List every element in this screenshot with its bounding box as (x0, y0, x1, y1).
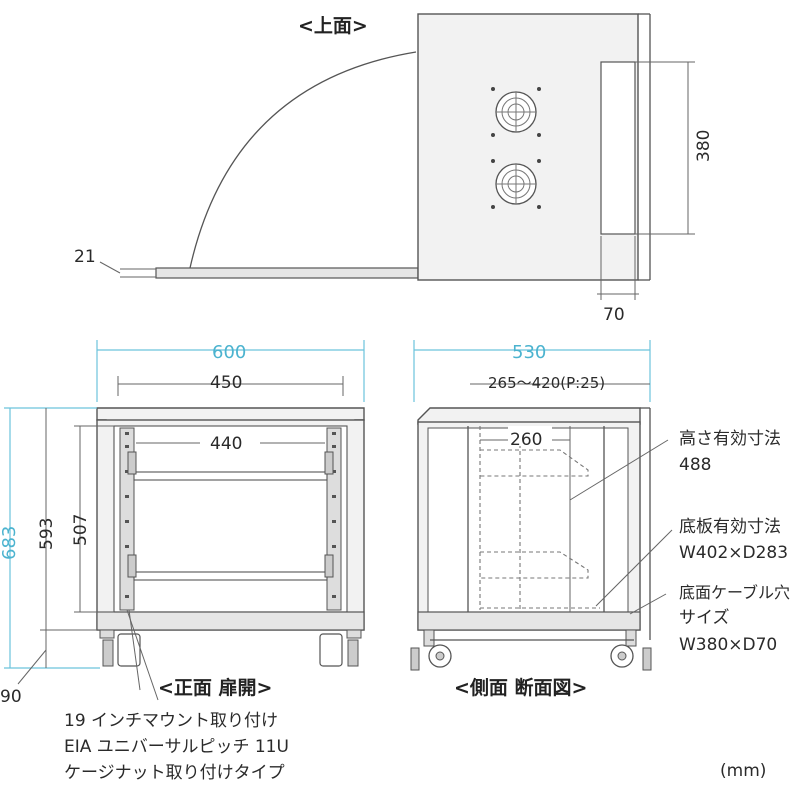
front-view: 600 450 440 (0, 340, 365, 783)
side-depth-outer-dim: 530 (512, 342, 546, 363)
right-annotations: 高さ有効寸法 488 底板有効寸法 W402×D283 底面ケーブル穴 サイズ … (679, 429, 790, 781)
cable-hole-value: W380×D70 (679, 635, 777, 655)
caster-icon (610, 629, 652, 671)
side-rail-range-dim: 265～420(P:25) (488, 374, 605, 392)
front-view-title: <正面 扉開> (158, 676, 272, 699)
caster-icon (319, 629, 362, 667)
side-view-title: <側面 断面図> (454, 676, 587, 699)
cable-hole-label-1: 底面ケーブル穴 (679, 583, 790, 602)
side-shelf-lower (480, 551, 589, 579)
door-swing-arc (189, 51, 417, 269)
front-shelf-lower (133, 571, 328, 581)
caster-icon (410, 629, 452, 671)
front-caster-dim: 90 (0, 687, 22, 707)
floor-effective-label: 底板有効寸法 (679, 517, 781, 537)
side-shelf-upper (480, 449, 589, 477)
rack-note-line-1: 19 インチマウント取り付け (64, 711, 278, 731)
fan-icon (491, 87, 541, 137)
front-cabinet-opening (113, 425, 348, 613)
front-width-inner-dim: 440 (210, 434, 242, 454)
front-width-outer-dim: 600 (212, 342, 246, 363)
cable-hole-label-2: サイズ (679, 608, 730, 628)
effective-height-leader (569, 439, 669, 501)
floor-effective-leader (595, 529, 673, 607)
caster-icon (99, 629, 141, 667)
side-cabinet-opening (427, 427, 629, 613)
cable-hole-leader (629, 593, 667, 615)
top-depth-dim: 380 (694, 130, 714, 162)
fan-icon (491, 159, 541, 209)
side-shelf-depth-dim: 260 (510, 430, 542, 450)
top-door-thickness-dim: 21 (74, 247, 96, 267)
effective-height-label: 高さ有効寸法 (679, 429, 781, 449)
top-view-title: <上面> (298, 15, 368, 37)
rack-note-line-2: EIA ユニバーサルピッチ 11U (64, 737, 289, 757)
rack-note-leader (126, 609, 159, 701)
open-door-slab (155, 267, 419, 279)
front-shelf-upper (133, 471, 328, 481)
top-cable-hole (600, 61, 636, 235)
front-base (96, 611, 365, 631)
side-view: 530 265～420(P:25) 260 (410, 340, 673, 699)
front-height-total-dim: 683 (0, 526, 20, 560)
unit-label: (mm) (720, 761, 766, 781)
rail-holes (125, 432, 336, 598)
rack-note-line-3: ケージナット取り付けタイプ (64, 763, 285, 783)
door-thickness-leader (99, 261, 121, 274)
front-height-rack-dim: 507 (71, 514, 91, 546)
side-base (417, 611, 641, 631)
floor-effective-value: W402×D283 (679, 543, 788, 563)
top-hole-width-dim: 70 (603, 305, 625, 325)
front-height-body-dim: 593 (37, 518, 57, 550)
top-view: <上面> 21 (74, 13, 714, 325)
front-width-top-dim: 450 (210, 373, 242, 393)
effective-height-value: 488 (679, 455, 711, 475)
